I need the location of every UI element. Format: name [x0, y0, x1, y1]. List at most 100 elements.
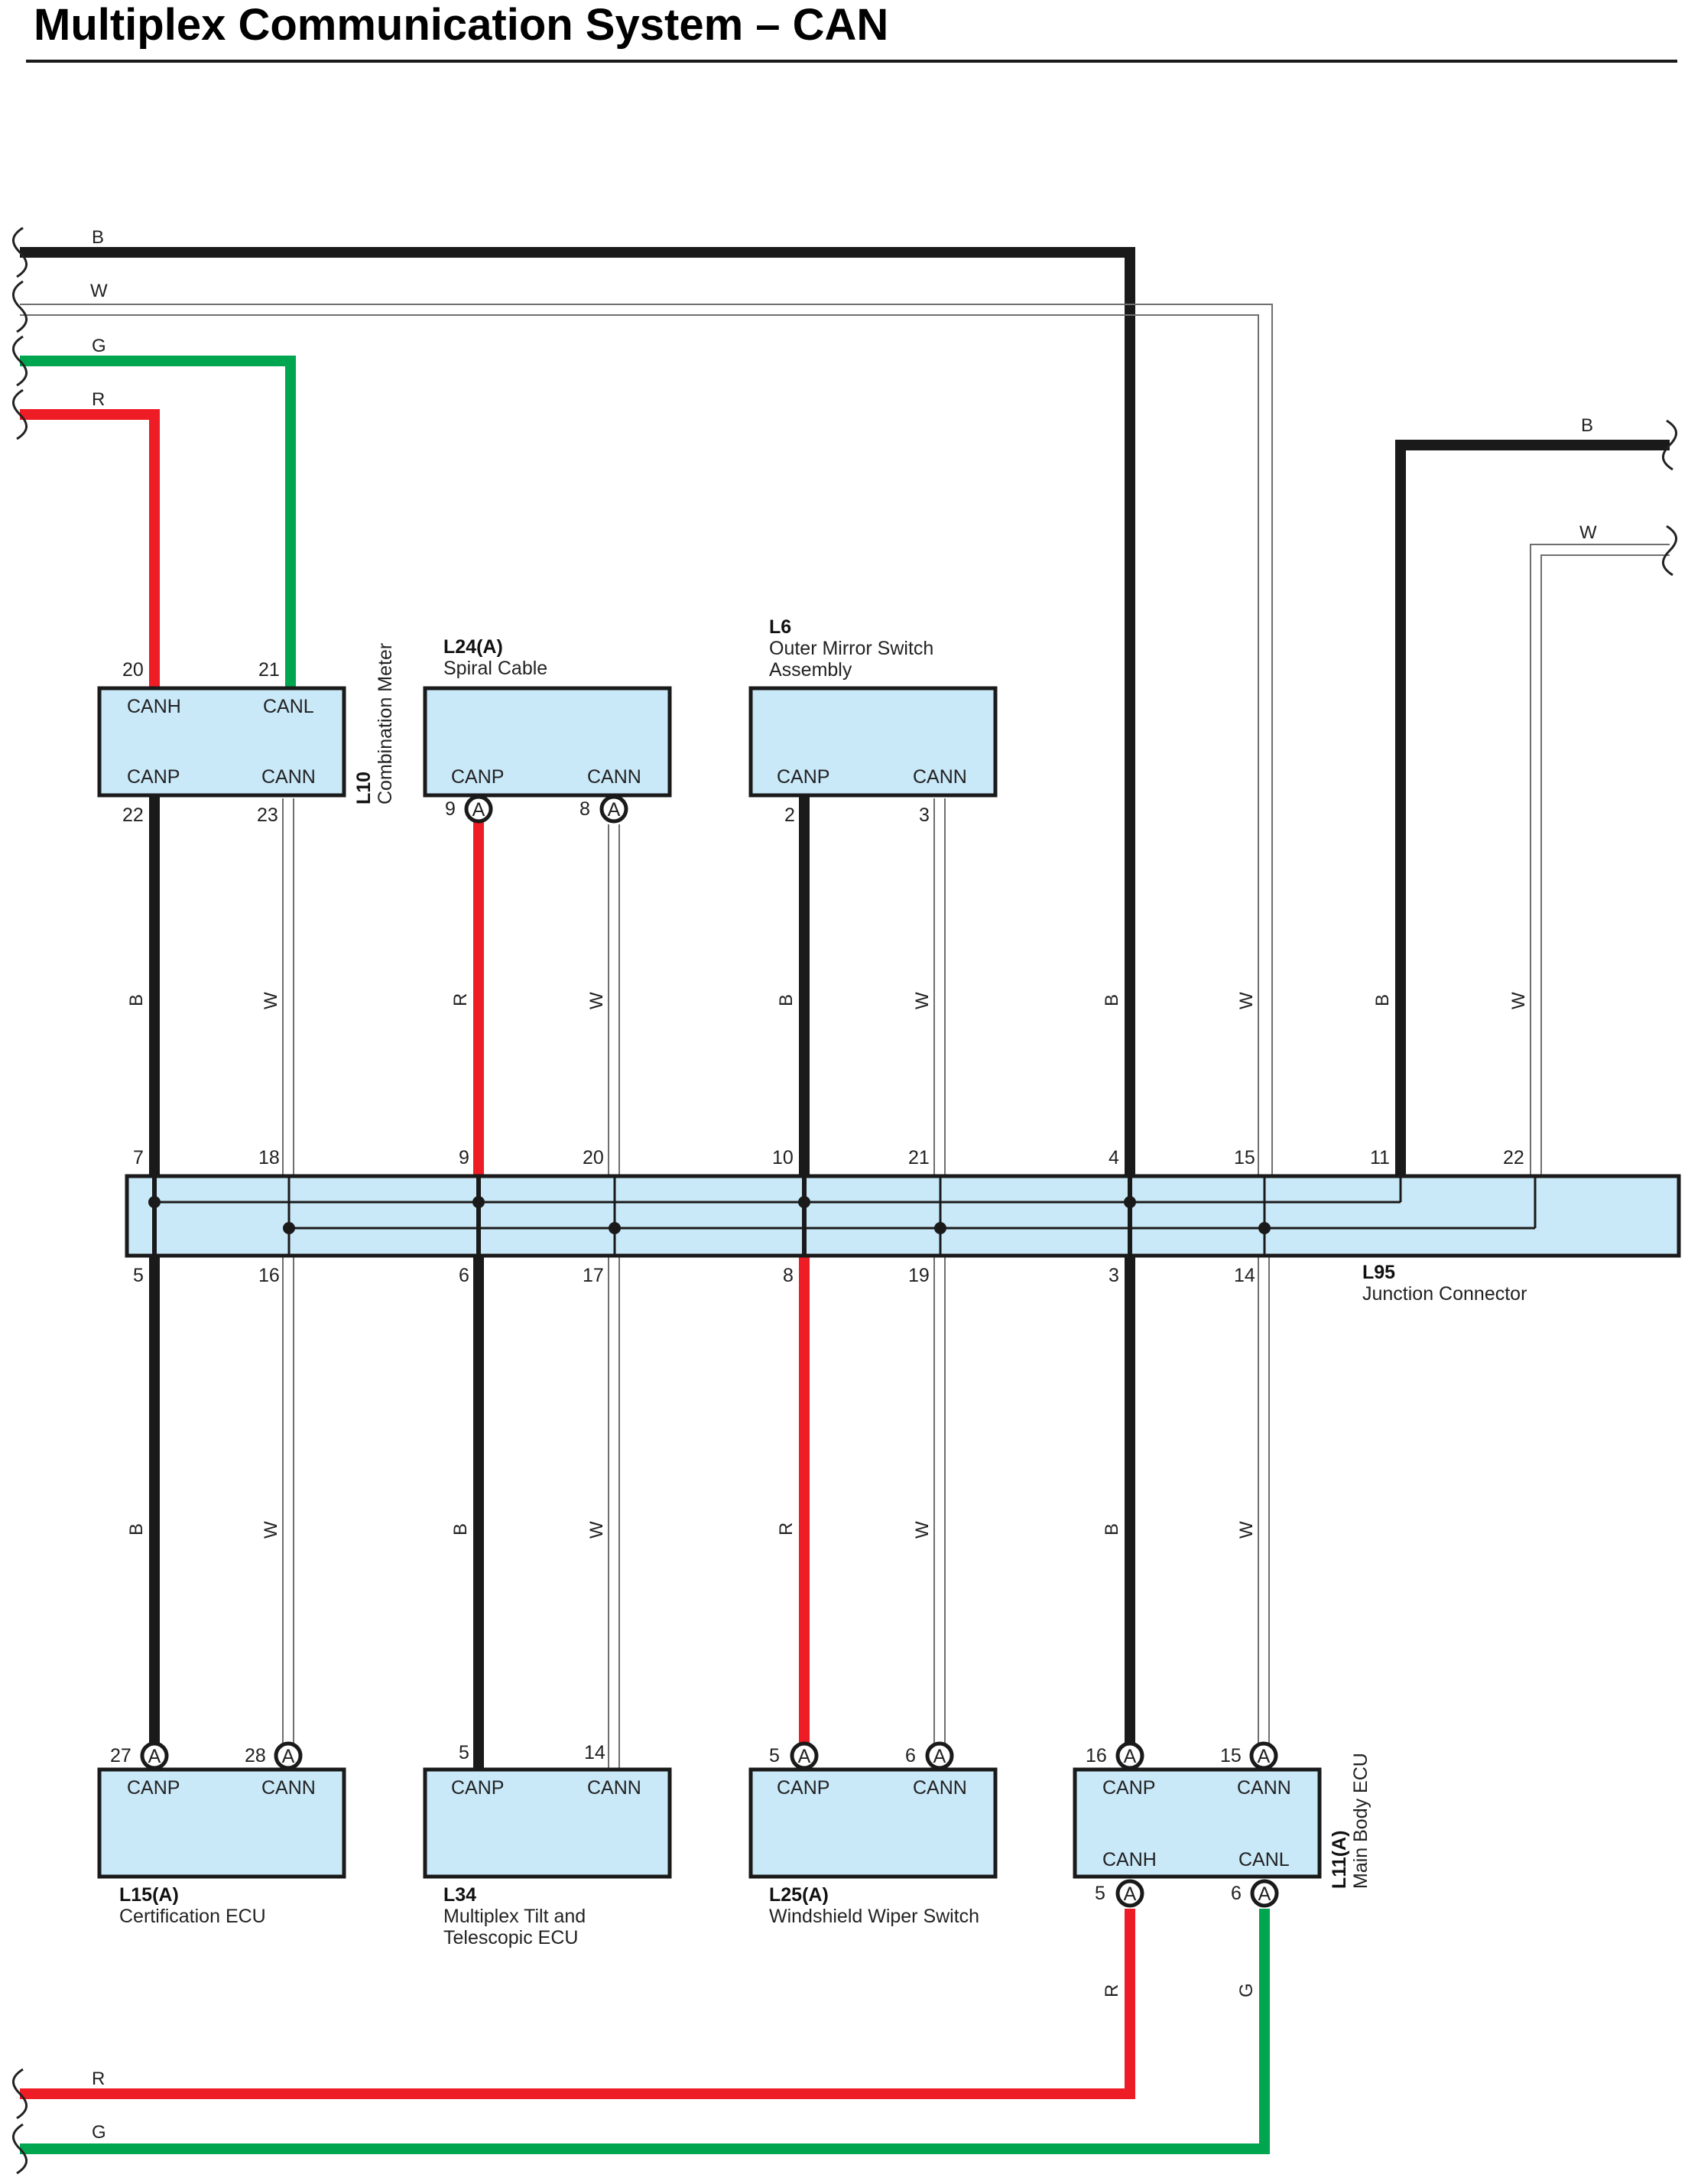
- connector-marker: [464, 795, 493, 824]
- break-mark: [1662, 419, 1677, 471]
- wire-r-to-l10: [20, 409, 160, 688]
- wire-label-w: W: [90, 281, 108, 301]
- terminal-label: CANN: [587, 766, 641, 788]
- splice-dot: [934, 1222, 946, 1234]
- wire-label-b: B: [1372, 994, 1393, 1006]
- component-l6: L6 Outer Mirror Switch Assembly CANP CAN…: [748, 616, 998, 826]
- wire-label-w: W: [586, 1521, 607, 1539]
- wire-label-b: B: [126, 1523, 147, 1536]
- terminal-label: CANN: [913, 766, 967, 788]
- connector-marker: [790, 1741, 819, 1770]
- pin-number: 6: [459, 1265, 469, 1286]
- pin-number: 6: [1231, 1883, 1242, 1904]
- pin-number: 15: [1234, 1147, 1255, 1168]
- connector-marker: [1115, 1879, 1144, 1908]
- component-l10: CANH CANL CANP CANN 20 21 22 23 L10 Comb…: [97, 643, 396, 826]
- splice-dot: [283, 1222, 295, 1234]
- connector-letter: A: [1124, 1883, 1137, 1905]
- pin-number: 2: [784, 804, 795, 826]
- break-mark: [12, 280, 28, 333]
- component-box: [97, 686, 346, 798]
- wire-label-w: W: [1236, 992, 1257, 1009]
- wire-bus-w-top-outer: [20, 304, 1273, 1178]
- component-name: Spiral Cable: [443, 658, 547, 679]
- terminal-label: CANN: [587, 1777, 641, 1799]
- component-name: Windshield Wiper Switch: [769, 1906, 979, 1927]
- pin-number: 5: [1095, 1883, 1105, 1904]
- wire-right-b: [1395, 440, 1670, 1178]
- component-id: L25(A): [769, 1884, 829, 1906]
- terminal-label: CANN: [261, 1777, 316, 1799]
- wire-bus-r-bottom: [20, 1909, 1135, 2099]
- component-l34: CANP CANN 5 14 L34 Multiplex Tilt and Te…: [423, 1742, 672, 1948]
- pin-number: 27: [110, 1745, 131, 1766]
- component-l95: 7 18 9 20 10 21 4 15 11 22 5 16 6 17 8 1…: [125, 1147, 1681, 1305]
- connector-marker: [1249, 1741, 1278, 1770]
- component-name: Main Body ECU: [1350, 1753, 1372, 1889]
- connector-marker: [1115, 1741, 1144, 1770]
- break-marks: [12, 226, 1677, 2175]
- component-l15: CANP CANN A A 27 28 L15(A) Certification…: [97, 1741, 346, 1927]
- wire-label-r: R: [92, 2069, 105, 2089]
- terminal-label: CANL: [1238, 1849, 1290, 1870]
- wire-label-w: W: [912, 992, 933, 1009]
- wire-labels: B W G R B W R G B W R W B W B W B W B W …: [90, 227, 1597, 2143]
- terminal-label: CANN: [913, 1777, 967, 1799]
- connector-letter: A: [798, 1746, 811, 1767]
- pin-number: 10: [772, 1147, 794, 1168]
- wire-label-b: B: [1581, 415, 1593, 436]
- component-name: Combination Meter: [375, 643, 396, 804]
- connector-letter: A: [933, 1746, 946, 1767]
- connector-letter: A: [1124, 1746, 1137, 1767]
- wire-label-b: B: [450, 1523, 471, 1536]
- wire-label-b: B: [1102, 994, 1122, 1006]
- component-name: Assembly: [769, 659, 852, 681]
- component-l11: CANP CANN CANH CANL A A A A 16 15 5 6 L1…: [1073, 1741, 1372, 1908]
- connector-letter: A: [282, 1746, 295, 1767]
- wire-label-r: R: [1102, 1984, 1122, 1997]
- wire-label-g: G: [1236, 1983, 1257, 1997]
- component-box: [748, 1767, 998, 1879]
- pin-number: 17: [583, 1265, 604, 1286]
- wire-label-w: W: [261, 1521, 281, 1539]
- wire-label-g: G: [92, 336, 106, 356]
- pin-number: 11: [1370, 1147, 1390, 1168]
- terminal-label: CANN: [1237, 1777, 1291, 1799]
- component-id: L6: [769, 616, 791, 638]
- pin-number: 14: [584, 1742, 605, 1763]
- splice-dot: [798, 1196, 810, 1208]
- connector-marker: [140, 1741, 169, 1770]
- connector-letter: A: [1258, 1883, 1271, 1905]
- component-name: Outer Mirror Switch: [769, 638, 933, 659]
- wire-label-b: B: [1102, 1523, 1122, 1536]
- wire-label-b: B: [92, 227, 104, 248]
- terminal-label: CANN: [261, 766, 316, 788]
- wire-label-b: B: [776, 994, 797, 1006]
- pin-number: 16: [258, 1265, 280, 1286]
- splice-dot: [1124, 1196, 1136, 1208]
- connector-marker: [925, 1741, 954, 1770]
- component-id: L95: [1362, 1262, 1395, 1283]
- pin-number: 20: [583, 1147, 604, 1168]
- pin-number: 7: [133, 1147, 144, 1168]
- connector-letter: A: [472, 799, 485, 821]
- pin-number: 3: [1109, 1265, 1119, 1286]
- component-box: [1073, 1767, 1322, 1879]
- component-id: L15(A): [119, 1884, 179, 1906]
- wire-right-w-inner: [1540, 554, 1670, 1178]
- terminal-label: CANH: [127, 696, 181, 717]
- splice-dot: [148, 1196, 161, 1208]
- wire-g-to-l10: [20, 356, 296, 688]
- pin-number: 21: [258, 659, 280, 681]
- pin-number: 5: [769, 1745, 780, 1766]
- pin-number: 21: [908, 1147, 930, 1168]
- component-id: L34: [443, 1884, 476, 1906]
- splice-dot: [472, 1196, 485, 1208]
- component-id: L24(A): [443, 636, 503, 658]
- terminal-label: CANP: [451, 766, 504, 788]
- page-title: Multiplex Communication System – CAN: [34, 0, 888, 50]
- break-mark: [12, 388, 28, 440]
- wire-label-r: R: [776, 1523, 797, 1536]
- pin-number: 4: [1109, 1147, 1119, 1168]
- break-mark: [12, 2068, 28, 2120]
